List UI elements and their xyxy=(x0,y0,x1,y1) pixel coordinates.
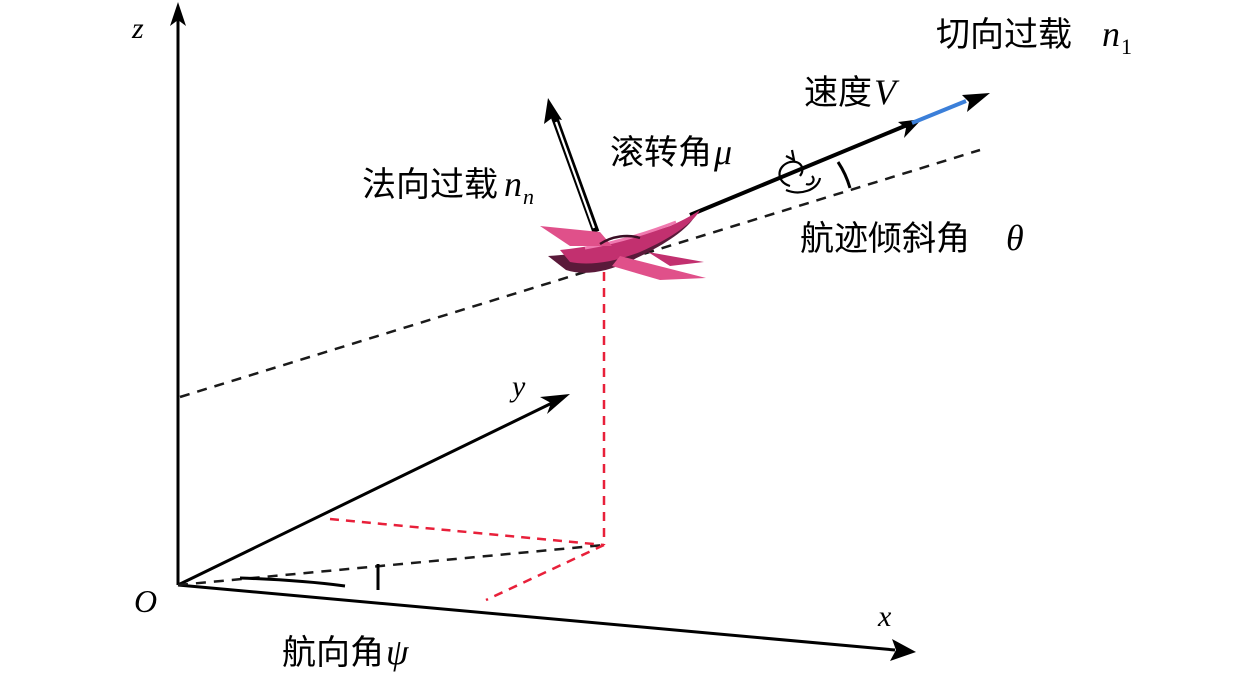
velocity-vector xyxy=(689,121,913,217)
tangential-overload-text: 切向过载 xyxy=(936,15,1072,55)
trajectory-line xyxy=(179,148,981,399)
roll-angle-symbol: μ xyxy=(713,132,732,172)
tangential-overload-segment xyxy=(911,99,967,125)
axis-label-x: x xyxy=(877,600,892,633)
normal-overload-symbol: n xyxy=(504,164,522,204)
heading-angle-text: 航向角 xyxy=(282,633,384,673)
y-projection-red xyxy=(329,517,605,547)
normal-overload-arrowhead xyxy=(544,98,562,124)
flight-path-angle-text: 航迹倾斜角 xyxy=(800,219,970,259)
label-tangential-overload: 切向过载 n 1 xyxy=(936,14,1132,59)
heading-angle-arc xyxy=(239,576,346,588)
normal-overload-subscript: n xyxy=(523,184,534,209)
flight-path-angle-symbol: θ xyxy=(1006,218,1024,258)
tangential-overload-subscript: 1 xyxy=(1121,34,1132,59)
normal-overload-text: 法向过载 xyxy=(362,165,498,205)
y-axis xyxy=(177,401,553,587)
x-axis xyxy=(177,583,896,652)
axis-label-z: z xyxy=(131,12,144,45)
normal-overload-vector-inner xyxy=(554,121,596,229)
roll-angle-text: 滚转角 xyxy=(610,133,712,173)
axis-label-y: y xyxy=(509,370,526,403)
x-projection-red xyxy=(485,543,605,602)
label-heading-angle: 航向角 ψ xyxy=(282,632,409,673)
roll-angle-icon xyxy=(778,149,822,194)
flight-path-angle-arc xyxy=(836,161,852,189)
axis-label-origin: O xyxy=(134,583,157,619)
label-normal-overload: 法向过载 n n xyxy=(362,164,534,209)
z-axis-arrowhead xyxy=(170,2,186,26)
tangential-overload-arrowhead xyxy=(962,93,990,112)
heading-angle-symbol: ψ xyxy=(386,632,409,672)
x-axis-arrowhead xyxy=(890,639,916,661)
velocity-arrowhead xyxy=(898,119,922,138)
y-axis-arrowhead xyxy=(540,394,570,414)
tangential-overload-symbol: n xyxy=(1102,14,1120,54)
velocity-symbol: V xyxy=(874,72,900,112)
velocity-text: 速度 xyxy=(804,73,872,113)
label-flight-path-angle: 航迹倾斜角 θ xyxy=(800,218,1024,259)
label-roll-angle: 滚转角 μ xyxy=(610,132,732,173)
label-velocity: 速度 V xyxy=(804,72,900,113)
aircraft-icon xyxy=(540,210,706,280)
